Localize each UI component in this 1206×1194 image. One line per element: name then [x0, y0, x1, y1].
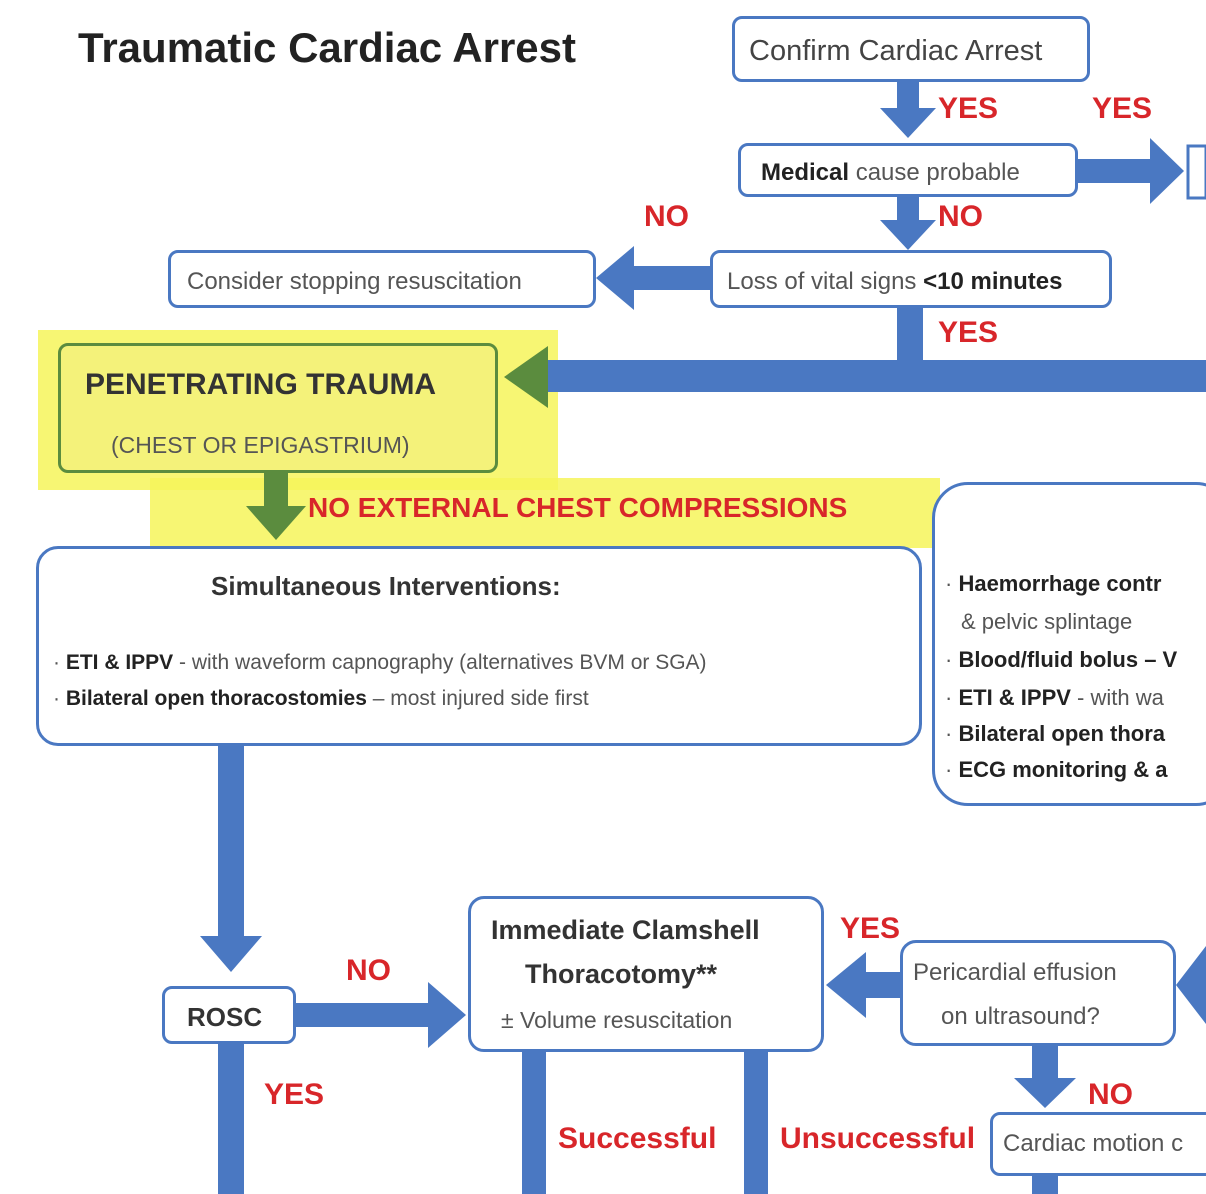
arrow-medical-right-head — [1150, 138, 1184, 204]
confirm-arrest-box: Confirm Cardiac Arrest — [732, 16, 1090, 82]
right-item-4: · Bilateral open thora — [945, 721, 1166, 746]
pericardial-effusion-box: Pericardial effusion on ultrasound? — [900, 940, 1176, 1046]
label-yes-2: YES — [1092, 92, 1153, 125]
simultaneous-item-1-bold: ETI & IPPV — [65, 651, 174, 674]
medical-cause-box: Medical cause probable — [738, 143, 1078, 197]
arrow-pericardial-motion-head — [1014, 1078, 1076, 1108]
page-title: Traumatic Cardiac Arrest — [78, 24, 576, 71]
label-yes-1: YES — [938, 92, 999, 125]
loss-vital-signs-text: Loss of vital signs <10 minutes — [727, 268, 1063, 296]
simultaneous-item-2-rest: – most injured side first — [366, 687, 589, 710]
right-item-2: · Blood/fluid bolus – V — [945, 647, 1178, 672]
label-unsuccessful: Unsuccessful — [780, 1122, 976, 1155]
arrow-medical-loss-head — [880, 220, 936, 250]
clamshell-thoracotomy-box: Immediate Clamshell Thoracotomy** ± Volu… — [468, 896, 824, 1052]
right-item-1: · Haemorrhage contr — [945, 571, 1162, 596]
simultaneous-interventions-box: Simultaneous Interventions: · ETI & IPPV… — [36, 546, 922, 746]
clamshell-line-1: Immediate Clamshell — [491, 915, 760, 945]
label-yes-4: YES — [840, 912, 901, 945]
clamshell-line-3: ± Volume resuscitation — [501, 1007, 733, 1033]
right-box-stub-1 — [1186, 144, 1206, 200]
arrow-sim-rosc-head — [200, 936, 262, 972]
arrow-pericardial-clamshell-head — [826, 952, 866, 1018]
label-no-1: NO — [644, 200, 689, 233]
connector-loss-down — [897, 308, 923, 370]
arrow-rosc-clamshell-shaft — [296, 1003, 436, 1027]
pericardial-line-2: on ultrasound? — [941, 1003, 1100, 1030]
connector-horizontal-bus — [540, 360, 1206, 392]
arrow-loss-consider-shaft — [628, 266, 712, 290]
confirm-arrest-text: Confirm Cardiac Arrest — [749, 35, 1043, 67]
loss-vital-signs-box: Loss of vital signs <10 minutes — [710, 250, 1112, 308]
simultaneous-item-2: · Bilateral open thoracostomies – most i… — [53, 687, 589, 710]
connector-motion-down — [1032, 1176, 1058, 1194]
simultaneous-item-1: · ETI & IPPV - with waveform capnography… — [53, 651, 707, 674]
label-successful: Successful — [558, 1122, 717, 1155]
label-no-4: NO — [1088, 1078, 1133, 1111]
arrow-pericardial-clamshell-shaft — [860, 972, 902, 998]
arrow-penetrating-sim-head — [246, 506, 306, 540]
label-no-3: NO — [346, 954, 391, 987]
arrow-loss-consider-head — [596, 246, 634, 310]
loss-vital-signs-pre: Loss of vital signs — [727, 268, 924, 295]
penetrating-trauma-sub: (CHEST OR EPIGASTRIUM) — [111, 432, 410, 458]
simultaneous-item-2-bold: Bilateral open thoracostomies — [65, 687, 367, 710]
arrow-medical-loss-shaft — [897, 195, 919, 225]
arrow-sim-rosc-shaft — [218, 746, 244, 942]
penetrating-trauma-box: PENETRATING TRAUMA (CHEST OR EPIGASTRIUM… — [58, 343, 498, 473]
medical-cause-rest: cause probable — [849, 159, 1020, 186]
cardiac-motion-box: Cardiac motion c — [990, 1112, 1206, 1176]
loss-vital-signs-bold: <10 minutes — [923, 268, 1063, 295]
arrow-penetrating-sim-shaft — [264, 472, 288, 512]
label-yes-3: YES — [938, 316, 999, 349]
arrow-medical-right-shaft — [1078, 159, 1158, 183]
arrow-bus-penetrating-head — [504, 346, 548, 408]
cardiac-motion-text: Cardiac motion c — [1003, 1130, 1184, 1157]
consider-stopping-box: Consider stopping resuscitation — [168, 250, 596, 308]
arrow-confirm-medical-head — [880, 108, 936, 138]
right-interventions-box: · Haemorrhage contr & pelvic splintage ·… — [932, 482, 1206, 806]
rosc-box: ROSC — [162, 986, 296, 1044]
simultaneous-item-1-rest: - with waveform capnography (alternative… — [173, 651, 707, 674]
clamshell-line-2: Thoracotomy** — [525, 959, 718, 989]
arrow-rosc-clamshell-head — [428, 982, 466, 1048]
right-item-1-cont: & pelvic splintage — [961, 609, 1133, 634]
consider-stopping-text: Consider stopping resuscitation — [187, 268, 522, 295]
simultaneous-title: Simultaneous Interventions: — [211, 571, 561, 601]
arrow-pericardial-motion-shaft — [1032, 1046, 1058, 1084]
right-item-3: · ETI & IPPV - with wa — [945, 685, 1164, 710]
no-compressions-text: NO EXTERNAL CHEST COMPRESSIONS — [308, 492, 848, 523]
rosc-text: ROSC — [187, 1002, 263, 1032]
label-no-2: NO — [938, 200, 983, 233]
label-yes-5: YES — [264, 1078, 325, 1111]
penetrating-trauma-title: PENETRATING TRAUMA — [85, 368, 437, 401]
arrow-right-pericardial-head — [1176, 946, 1206, 1024]
connector-unsuccessful — [744, 1050, 768, 1194]
medical-cause-text: Medical cause probable — [761, 159, 1020, 187]
connector-rosc-down — [218, 1042, 244, 1194]
pericardial-line-1: Pericardial effusion — [913, 959, 1117, 986]
medical-cause-bold: Medical — [761, 159, 850, 186]
arrow-confirm-medical-shaft — [897, 82, 919, 112]
right-item-5: · ECG monitoring & a — [945, 757, 1168, 782]
connector-successful — [522, 1050, 546, 1194]
